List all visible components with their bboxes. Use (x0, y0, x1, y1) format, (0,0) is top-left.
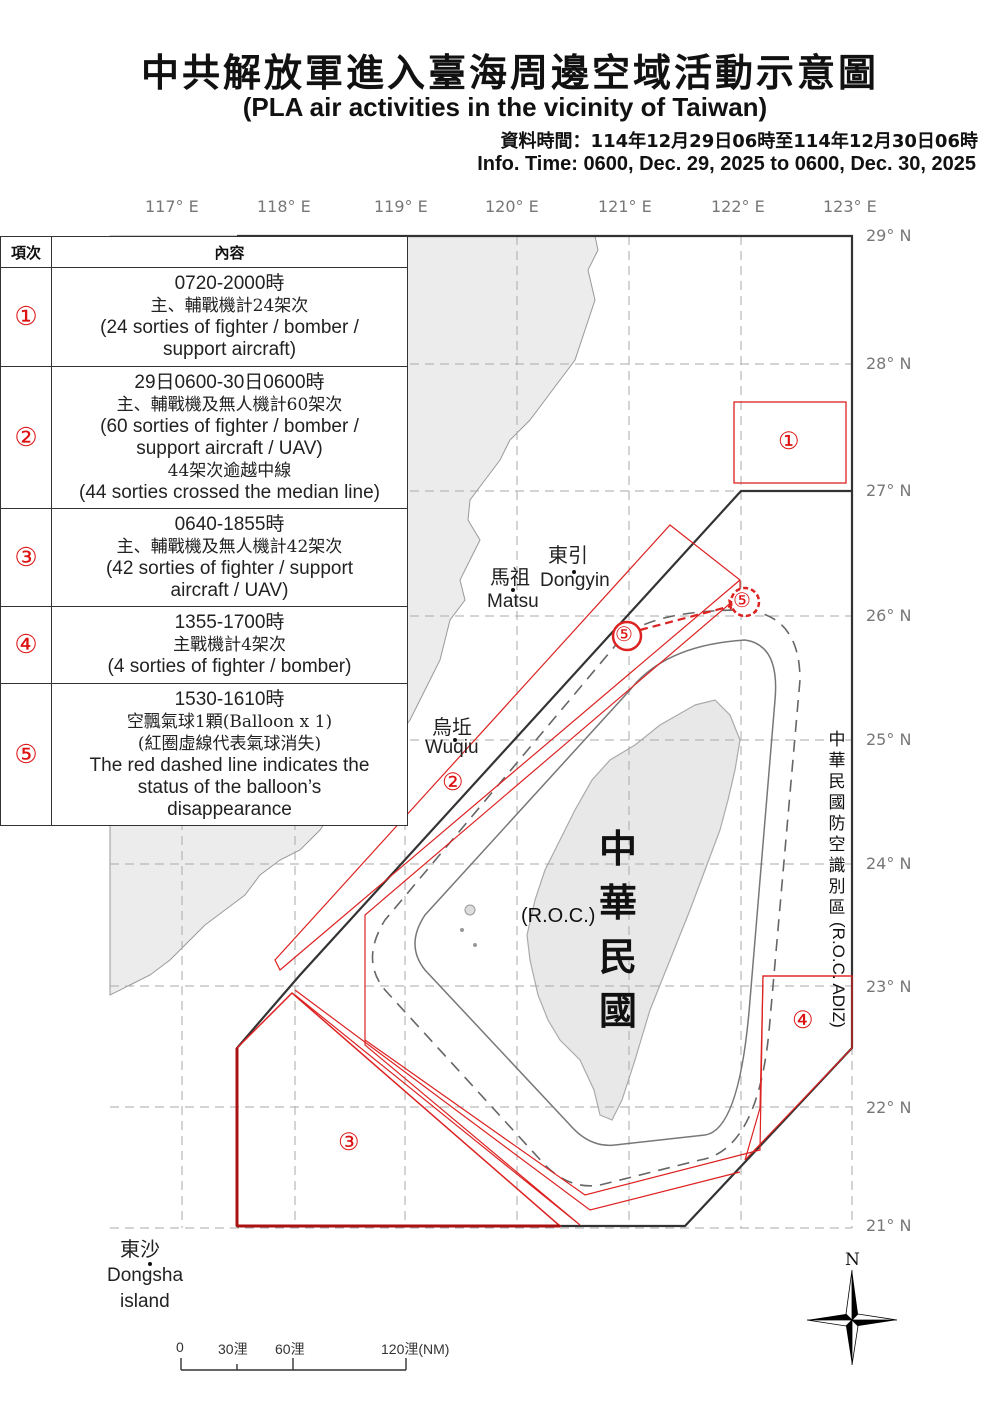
place-dongsha-en: Dongsha (107, 1265, 184, 1286)
legend-row-content: 1355-1700時 主戰機計4架次 (4 sorties of fighter… (51, 606, 408, 684)
scale-label-120: 120浬(NM) (381, 1341, 450, 1357)
scale-label-0: 0 (176, 1339, 184, 1355)
legend-row-content: 0720-2000時 主、輔戰機計24架次 (24 sorties of fig… (51, 267, 408, 367)
lon-label: 117° E (145, 197, 199, 216)
legend-row-content: 29日0600-30日0600時 主、輔戰機及無人機計60架次 (60 sort… (51, 366, 408, 509)
lat-label: 28° N (866, 354, 912, 373)
roc-label-zh: 中 華 民 國 (598, 826, 637, 1033)
legend-table: 項次 內容 ① 0720-2000時 主、輔戰機計24架次 (24 sortie… (0, 236, 408, 826)
place-matsu-en: Matsu (487, 591, 539, 612)
legend-row: ④ 1355-1700時 主戰機計4架次 (4 sorties of fight… (0, 606, 408, 684)
compass-rose (806, 1269, 898, 1366)
lat-label: 23° N (866, 977, 912, 996)
legend-row: ① 0720-2000時 主、輔戰機計24架次 (24 sorties of f… (0, 267, 408, 367)
lon-label: 118° E (257, 197, 311, 216)
balloon-track (639, 603, 736, 632)
legend-row: ② 29日0600-30日0600時 主、輔戰機及無人機計60架次 (60 so… (0, 366, 408, 509)
legend-row-num: ③ (0, 508, 52, 607)
info-time-en: Info. Time: 0600, Dec. 29, 2025 to 0600,… (477, 153, 976, 175)
legend-row-num: ⑤ (0, 683, 52, 826)
lon-label: 123° E (823, 197, 877, 216)
zone-1-area (733, 401, 847, 484)
adiz-label-en: (R.O.C. ADIZ) (829, 922, 848, 1028)
zone-5-start-marker: ⑤ (615, 622, 633, 646)
zone-4-area (744, 975, 853, 1161)
zone-2-marker: ② (442, 768, 464, 796)
zone-1-marker: ① (778, 427, 800, 455)
legend-col-item: 項次 (0, 236, 52, 268)
zone-3-area (236, 991, 563, 1227)
legend-row-content: 1530-1610時 空飄氣球1顆(Balloon x 1) (紅圈虛線代表氣球… (51, 683, 408, 826)
lat-label: 24° N (866, 854, 912, 873)
balloon-start-circle (611, 620, 643, 652)
lat-label: 29° N (866, 226, 912, 245)
lat-label: 25° N (866, 730, 912, 749)
lat-label: 27° N (866, 481, 912, 500)
scale-label-30: 30浬 (218, 1341, 248, 1357)
place-dongsha: 東沙 (120, 1237, 160, 1261)
balloon-end-circle (729, 586, 761, 618)
zone-3-marker: ③ (338, 1128, 360, 1156)
scale-bar (180, 1358, 407, 1371)
legend-row-num: ② (0, 366, 52, 509)
zone-4-marker: ④ (792, 1006, 814, 1034)
solid-contour (414, 639, 777, 1147)
lat-label: 21° N (866, 1216, 912, 1235)
lon-label: 119° E (374, 197, 428, 216)
legend-row: ⑤ 1530-1610時 空飄氣球1顆(Balloon x 1) (紅圈虛線代表… (0, 683, 408, 826)
place-dongsha-island: island (120, 1291, 170, 1312)
zone-5-end-marker: ⑤ (733, 588, 751, 612)
place-dongyin: 東引 (548, 543, 588, 567)
legend-row-num: ④ (0, 606, 52, 684)
legend-row: ③ 0640-1855時 主、輔戰機及無人機計42架次 (42 sorties … (0, 508, 408, 607)
place-wuqiu: 烏坵 (432, 715, 472, 739)
place-matsu: 馬祖 (490, 565, 530, 589)
lat-label: 22° N (866, 1098, 912, 1117)
compass-north-label: N (845, 1250, 860, 1270)
lon-label: 120° E (485, 197, 539, 216)
legend-col-content: 內容 (51, 236, 408, 268)
info-time-zh: 資料時間：114年12月29日06時至114年12月30日06時 (500, 131, 978, 152)
page-title-zh: 中共解放軍進入臺海周邊空域活動示意圖 (140, 50, 879, 95)
lon-label: 122° E (711, 197, 765, 216)
legend-header: 項次 內容 (0, 236, 408, 268)
roc-label-en: (R.O.C.) (521, 905, 596, 927)
lat-label: 26° N (866, 606, 912, 625)
place-dongyin-en: Dongyin (540, 570, 610, 591)
lon-label: 121° E (598, 197, 652, 216)
legend-row-content: 0640-1855時 主、輔戰機及無人機計42架次 (42 sorties of… (51, 508, 408, 607)
legend-row-num: ① (0, 267, 52, 367)
taiwan-island (526, 699, 741, 1121)
page-title-en: (PLA air activities in the vicinity of T… (242, 92, 768, 122)
place-wuqiu-en: Wuqiu (425, 737, 479, 758)
scale-label-60: 60浬 (275, 1341, 305, 1357)
adiz-label-zh: 中華民 國防空 識別區 (828, 730, 846, 918)
